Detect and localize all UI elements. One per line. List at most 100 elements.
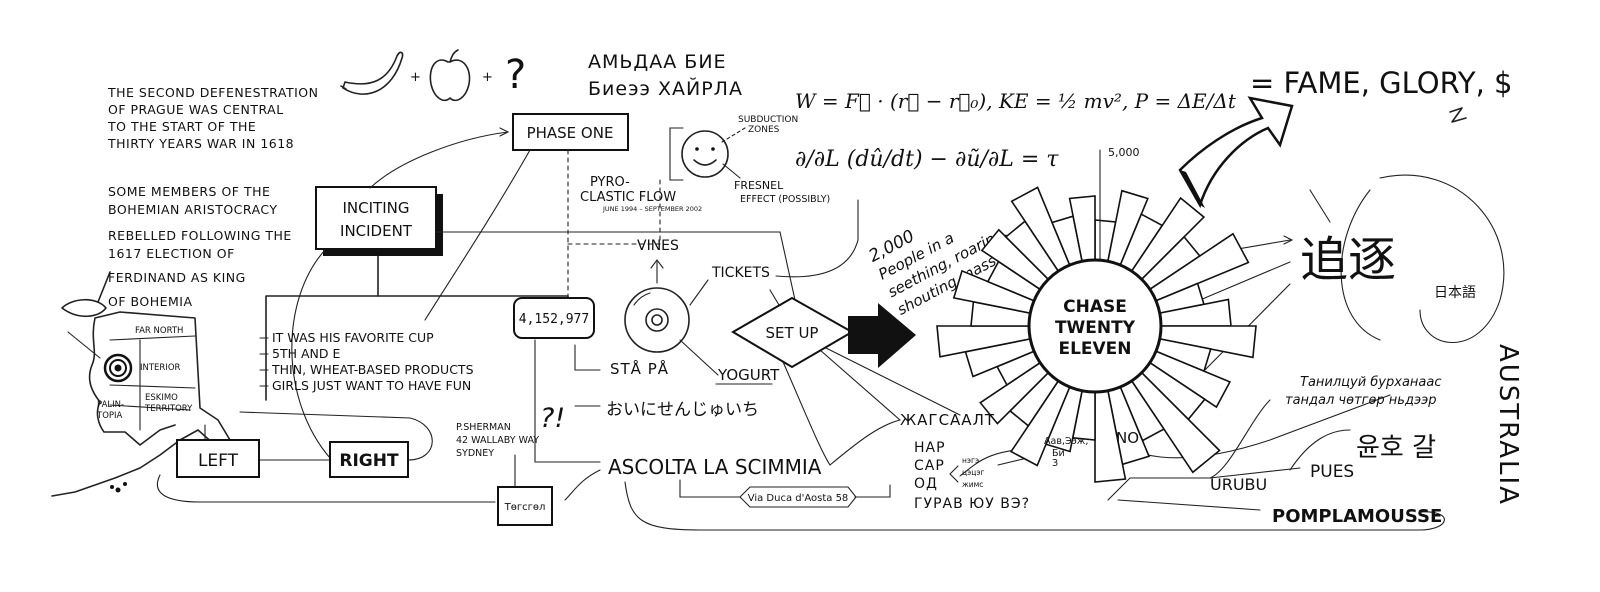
fruit-equation: + + ? [340, 49, 526, 102]
map-region-label: TOPIA [96, 411, 123, 421]
note-line: OF BOHEMIA [108, 294, 193, 309]
smiley-bracket [669, 127, 684, 181]
interrobang-label: ?! [540, 403, 565, 434]
kanji-small: 日本語 [1434, 285, 1476, 301]
pyro-dates: JUNE 1994 – SEPTEMBER 2002 [602, 205, 702, 213]
abv-line: З [1052, 458, 1058, 469]
korean-label: 윤호 갈 [1356, 433, 1436, 463]
note-line: OF PRAGUE WAS CENTRAL [108, 102, 284, 117]
map-outline [51, 311, 231, 497]
cd-icon [624, 287, 690, 353]
abv-line: Би [1052, 448, 1065, 459]
map-region-label: ESKIMO [145, 393, 178, 403]
bullet-item: THIN, WHEAT-BASED PRODUCTS [271, 362, 474, 377]
fresnel-label: EFFECT (POSSIBLY) [740, 194, 830, 205]
pyro-label: CLASTIC FLOW [580, 190, 676, 205]
nar-item: ОД [914, 476, 938, 492]
address-line: SYDNEY [456, 448, 494, 459]
fresnel-label: FRESNEL [734, 179, 784, 192]
big-curved-arrow [1178, 96, 1294, 209]
count-box[interactable] [513, 297, 595, 339]
no-label: NO [1116, 429, 1139, 447]
question-mark: ? [505, 52, 526, 98]
smiley-face-icon [681, 130, 729, 178]
note-line: FERDINAND AS KING [108, 270, 246, 285]
equation-lagrange: ∂/∂L (dû/dt) − ∂ũ/∂L = τ [795, 147, 1059, 172]
note-line: THE SECOND DEFENESTRATION [107, 85, 318, 100]
fame-text: = FAME, GLORY, $ [1250, 66, 1512, 100]
count-label: 4,152,977 [519, 312, 589, 327]
nar-list: НАР САР ОД ГУРАВ ЮУ ВЭ? [914, 440, 1030, 512]
note-line: THIRTY YEARS WAR IN 1618 [107, 136, 294, 151]
note-line: TO THE START OF THE [107, 119, 256, 134]
bullet-list: IT WAS HIS FAVORITE CUP 5TH AND E THIN, … [271, 330, 474, 393]
right-label: RIGHT [339, 451, 399, 471]
big-black-arrow-icon [848, 303, 916, 368]
chase-label: CHASE [1063, 297, 1127, 317]
plus-sign: + [410, 70, 421, 85]
mongolian-top-line: АМЬДАА БИЕ [588, 51, 727, 73]
sta-pa-label: STÅ PÅ [610, 359, 669, 378]
pyro-label: PYRO- [590, 175, 630, 190]
banana-icon [342, 51, 404, 95]
bullet-item: GIRLS JUST WANT TO HAVE FUN [272, 378, 471, 393]
small-cyr-item: нэгэ [962, 456, 979, 465]
address-line: P.SHERMAN [456, 422, 511, 433]
small-cyr-item: цэцэг [962, 468, 984, 477]
mongol-right-line: тандал чөтгөр ньдээр [1285, 393, 1436, 408]
chase-label: ELEVEN [1058, 339, 1131, 359]
subduction-label: SUBDUCTION [738, 115, 798, 125]
small-cyr-item: жимс [962, 480, 983, 489]
islands [110, 482, 127, 493]
subduction-label: ZONES [748, 125, 780, 135]
equation-work: W = F⃗ · (r⃗ − r⃗₀), KE = ½ mv², P = ΔE/… [795, 89, 1237, 113]
left-box[interactable] [176, 439, 260, 478]
pomplamousse-label: POMPLAMOUSSE [1272, 506, 1442, 527]
map-region-label: FAR NORTH [135, 326, 183, 336]
zhagsaalt-label: ЖАГСААЛТ [900, 411, 995, 429]
apple-icon [429, 49, 471, 102]
map-region-label: INTERIOR [140, 363, 181, 373]
australia-label: AUSTRALIA [1493, 344, 1523, 506]
via-tag[interactable] [739, 486, 857, 508]
note-aristocracy: SOME MEMBERS OF THE BOHEMIAN ARISTOCRACY… [108, 184, 292, 309]
nar-item: НАР [914, 440, 946, 456]
map-region-label: TERRITORY [144, 404, 193, 414]
address-line: 42 WALLABY WAY [456, 435, 539, 446]
mongol-right-line: Танилцуй бурханаас [1300, 375, 1442, 390]
yogurt-label: YOGURT [717, 366, 780, 384]
bullet-item: IT WAS HIS FAVORITE CUP [272, 330, 434, 345]
ascolta-label: ASCOLTA LA SCIMMIA [608, 455, 822, 479]
banana-tip [340, 85, 347, 90]
set-up-label: SET UP [766, 324, 819, 342]
abv-note: Аав,Ээж, Би З [1044, 436, 1088, 469]
left-label: LEFT [198, 451, 239, 471]
plus-sign: + [482, 70, 493, 85]
phase-one-box[interactable] [512, 113, 629, 151]
nar-item: ГУРАВ ЮУ ВЭ? [914, 496, 1030, 512]
via-label: Via Duca d'Aosta 58 [748, 493, 849, 504]
tickets-label: TICKETS [711, 265, 770, 281]
kanji-main: 追逐 [1300, 232, 1396, 288]
radial-scale-label: 5,000 [1108, 146, 1140, 159]
japanese-line: おいにせんじゅいち [606, 400, 759, 420]
bullet-item: 5TH AND E [272, 346, 340, 361]
inciting-label: INCITING [343, 199, 410, 217]
note-line: 1617 ELECTION OF [108, 246, 235, 261]
alaska-map: FAR NORTH INTERIOR PALIN- TOPIA ESKIMO T… [51, 271, 231, 497]
nar-item: САР [914, 458, 945, 474]
chase-label: TWENTY [1055, 318, 1136, 338]
urubu-label: URUBU [1210, 475, 1267, 494]
right-box[interactable] [329, 441, 409, 478]
map-region-label: PALIN- [97, 400, 124, 410]
chase-circle[interactable] [1027, 258, 1163, 394]
small-cyrillic: нэгэ цэцэг жимс [962, 456, 984, 489]
inciting-incident-box[interactable] [315, 186, 437, 250]
narwhal-icon [61, 271, 111, 318]
pues-label: PUES [1310, 462, 1354, 482]
dollar-squiggle [1449, 107, 1467, 123]
note-line: REBELLED FOLLOWING THE [108, 228, 292, 243]
note-defenestration: THE SECOND DEFENESTRATION OF PRAGUE WAS … [107, 85, 318, 151]
tortoise-box[interactable] [497, 486, 553, 526]
